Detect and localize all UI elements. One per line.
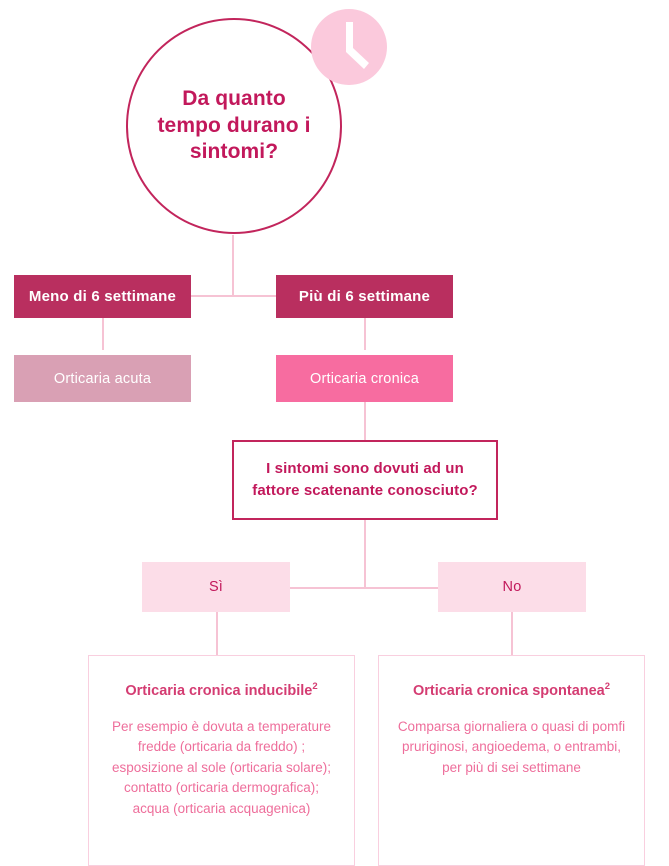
leaf-inducibile-body: Per esempio è dovuta a temperature fredd… bbox=[111, 718, 332, 816]
leaf-spontanea-title-text: Orticaria cronica spontanea bbox=[412, 683, 605, 699]
connector-decision-horizontal bbox=[290, 587, 438, 589]
outcome-orticaria-acuta[interactable]: Orticaria acuta bbox=[14, 355, 191, 402]
outcome-cronica-label: Orticaria cronica bbox=[310, 370, 419, 387]
connector-decision-vertical bbox=[364, 520, 366, 588]
decision-trigger-factor[interactable]: I sintomi sono dovuti ad un fattore scat… bbox=[232, 440, 498, 520]
leaf-spontanea-footnote-marker: 2 bbox=[604, 681, 611, 693]
connector-cronica-to-decision bbox=[364, 402, 366, 440]
leaf-inducibile-footnote-marker: 2 bbox=[312, 681, 318, 693]
connector-root-vertical bbox=[232, 235, 234, 295]
answer-yes-box[interactable]: Sì bbox=[142, 562, 290, 612]
answer-no-box[interactable]: No bbox=[438, 562, 586, 612]
leaf-spontanea-title: Orticaria cronica spontanea2 bbox=[395, 682, 628, 701]
root-question-label: Da quanto tempo durano i sintomi? bbox=[157, 86, 311, 164]
leaf-spontanea-body: Comparsa giornaliera o quasi di pomfi pr… bbox=[397, 718, 626, 775]
leaf-orticaria-cronica-inducibile[interactable]: Orticaria cronica inducibile2 Per esempi… bbox=[88, 655, 355, 866]
root-question-circle: Da quanto tempo durano i sintomi? bbox=[126, 18, 342, 234]
condition-more-than-6-weeks[interactable]: Più di 6 settimane bbox=[276, 275, 453, 318]
leaf-inducibile-title: Orticaria cronica inducibile2 bbox=[105, 682, 338, 701]
decision-label: I sintomi sono dovuti ad un fattore scat… bbox=[252, 460, 478, 499]
connector-yes-to-leaf bbox=[216, 612, 218, 656]
condition-less-than-6-weeks[interactable]: Meno di 6 settimane bbox=[14, 275, 191, 318]
connector-less-to-acuta bbox=[102, 318, 104, 350]
leaf-orticaria-cronica-spontanea[interactable]: Orticaria cronica spontanea2 Comparsa gi… bbox=[378, 655, 645, 866]
connector-more-to-cronica bbox=[364, 318, 366, 350]
leaf-inducibile-title-text: Orticaria cronica inducibile bbox=[125, 683, 313, 699]
answer-yes-label: Sì bbox=[208, 579, 224, 595]
condition-less-label: Meno di 6 settimane bbox=[28, 288, 177, 305]
outcome-acuta-label: Orticaria acuta bbox=[53, 370, 152, 387]
connector-no-to-leaf bbox=[511, 612, 513, 656]
clock-icon bbox=[310, 8, 388, 86]
outcome-orticaria-cronica[interactable]: Orticaria cronica bbox=[276, 355, 453, 402]
connector-root-horizontal bbox=[102, 295, 378, 297]
condition-more-label: Più di 6 settimane bbox=[298, 288, 431, 305]
answer-no-label: No bbox=[502, 579, 522, 595]
